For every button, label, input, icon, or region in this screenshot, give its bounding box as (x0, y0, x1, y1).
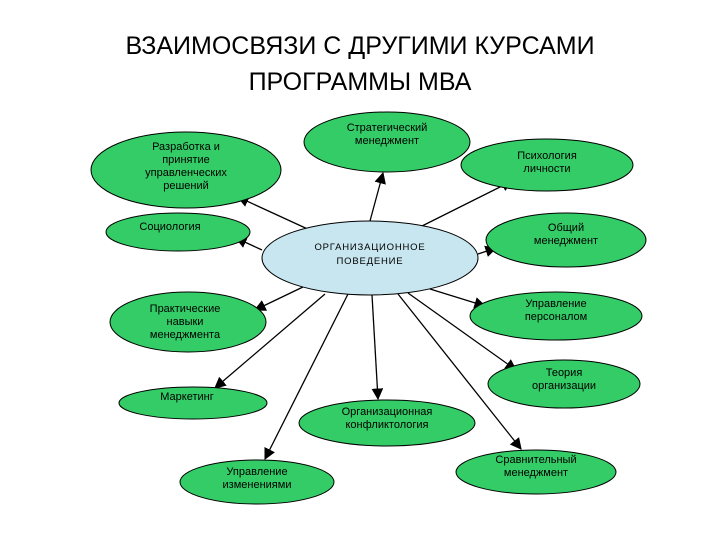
node-strategicheskiy-label-line: менеджмент (355, 135, 419, 147)
page-title: ВЗАИМОСВЯЗИ С ДРУГИМИ КУРСАМИ ПРОГРАММЫ … (0, 28, 720, 100)
node-sravnitelnyy-label-line: менеджмент (504, 467, 568, 479)
node-psikhologiya-shape (460, 138, 634, 192)
arrow-to-sravnitelnyy (397, 293, 522, 450)
node-upravlenie-personalom-label-line: Управление (525, 298, 586, 310)
node-teoriya-label-line: организации (532, 380, 596, 392)
arrow-to-psikhologiya (417, 180, 514, 229)
node-sotsiologiya-label: Социология (139, 221, 200, 233)
node-prakticheskie-label-line: менеджмента (150, 329, 221, 341)
node-teoriya-shape (487, 359, 641, 409)
node-obshchiy-label-line: менеджмент (534, 235, 598, 247)
node-marketing-label-line: Маркетинг (160, 391, 213, 403)
node-sotsiologiya-label-line: Социология (139, 221, 200, 233)
node-sotsiologiya-shape (105, 212, 251, 252)
node-marketing-shape (118, 386, 268, 420)
node-psikhologiya-label-line: Психология (517, 150, 577, 162)
arrow-to-upravlenie-personalom (429, 288, 487, 309)
node-razrabotka-label-line: Разработка и (152, 141, 220, 153)
node-konfliktologiya-label-line: конфликтология (346, 419, 429, 431)
node-strategicheskiy-shape (303, 111, 471, 173)
center-node-shape (261, 220, 479, 296)
arrow-to-teoriya (407, 292, 517, 371)
node-obshchiy-shape (485, 212, 647, 268)
node-upravlenie-personalom-label-line: персоналом (525, 311, 587, 323)
center-node-label-line: ПОВЕДЕНИЕ (337, 256, 404, 267)
arrow-to-marketing (214, 293, 326, 389)
node-obshchiy-label-line: Общий (548, 222, 584, 234)
node-sravnitelnyy-label-line: Сравнительный (495, 454, 576, 466)
center-node-label: ОРГАНИЗАЦИОННОЕ ПОВЕДЕНИЕ (314, 242, 425, 267)
node-konfliktologiya-label-line: Организационная (342, 406, 433, 418)
node-sotsiologiya: Социология (105, 212, 251, 252)
title-line-2: ПРОГРАММЫ МВА (248, 68, 472, 96)
node-sravnitelnyy-shape (455, 449, 617, 495)
node-konfliktologiya-shape (298, 399, 476, 447)
node-marketing: Маркетинг (118, 386, 268, 420)
node-upravlenie-izmeneniyami-shape (179, 459, 335, 505)
node-psikhologiya-label-line: личности (523, 163, 570, 175)
arrows-layer (214, 171, 522, 461)
node-prakticheskie-label-line: Практические (150, 303, 221, 315)
center-layer: ОРГАНИЗАЦИОННОЕ ПОВЕДЕНИЕ (261, 220, 479, 296)
arrow-to-konfliktologiya (371, 294, 384, 401)
node-prakticheskie-shape (109, 291, 267, 353)
node-teoriya-label-line: Теория (546, 367, 583, 379)
arrow-to-prakticheskie (253, 285, 306, 311)
center-node: ОРГАНИЗАЦИОННОЕ ПОВЕДЕНИЕ (261, 220, 479, 296)
node-razrabotka-shape (90, 131, 282, 209)
node-razrabotka-label-line: управленческих (145, 167, 227, 179)
arrow-to-upravlenie-izmeneniyami (264, 293, 349, 461)
title-line-1: ВЗАИМОСВЯЗИ С ДРУГИМИ КУРСАМИ (125, 32, 595, 60)
node-marketing-label: Маркетинг (160, 391, 213, 403)
node-razrabotka-label-line: решений (163, 180, 209, 192)
node-strategicheskiy-label-line: Стратегический (347, 122, 428, 134)
node-upravlenie-personalom-shape (469, 291, 643, 341)
arrow-to-strategicheskiy (369, 171, 386, 222)
node-upravlenie-izmeneniyami-label-line: Управление (226, 466, 287, 478)
node-razrabotka-label-line: принятие (162, 154, 210, 166)
node-upravlenie-izmeneniyami-label-line: изменениями (223, 479, 292, 491)
node-prakticheskie-label-line: навыки (167, 316, 204, 328)
center-node-label-line: ОРГАНИЗАЦИОННОЕ (314, 242, 425, 253)
